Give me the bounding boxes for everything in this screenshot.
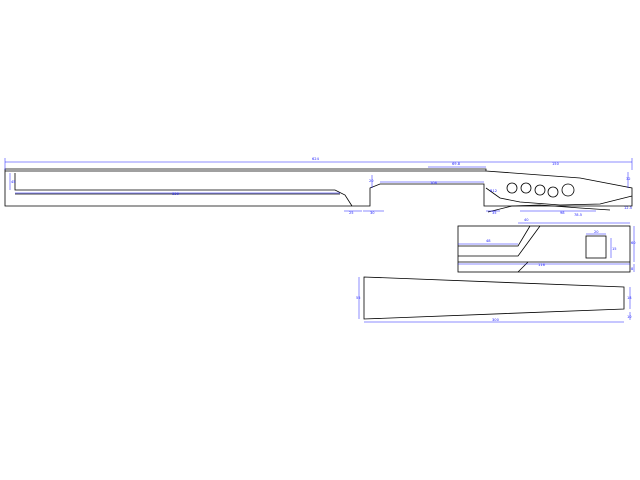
dim-p2-rect-h: 15	[612, 247, 617, 251]
dim-right-a: 98	[560, 211, 565, 215]
part2-base-slope	[517, 261, 529, 273]
dim-p3-bottom: 300	[492, 318, 500, 322]
hole-1	[506, 182, 518, 194]
part-tapered-bar	[363, 276, 625, 320]
part-long-profile	[4, 168, 633, 213]
dim-hole-note: R12	[490, 189, 497, 193]
dim-p2-rect-w: 20	[594, 230, 599, 234]
dim-long-bottom: 330	[172, 192, 180, 196]
dim-p3-right: 18	[627, 296, 632, 300]
hole-2	[520, 182, 532, 194]
dim-p2-top: 40	[524, 218, 529, 222]
dim-p2-left: 48	[486, 239, 491, 243]
part2-upper-step	[458, 225, 531, 247]
part3-dimensions: 55 300 18 10	[356, 277, 632, 323]
dim-far-right-h: 32	[626, 177, 631, 181]
part1-dimensions: 624 69.8 150 45 330 106 25 30 20 35 98 7…	[4, 157, 633, 217]
part1-lower-edge	[487, 204, 611, 213]
dim-far-right-small: 12.5	[624, 206, 632, 210]
dim-p2-right-small: 8	[631, 267, 634, 271]
dim-step-mid: 106	[430, 181, 438, 185]
dim-step-left: 25	[349, 211, 354, 215]
dim-notch-top: 69.8	[452, 162, 461, 166]
part1-inner-slot	[14, 173, 353, 207]
dim-p2-height: 60	[631, 241, 636, 245]
part1-blade-curve	[485, 187, 633, 206]
dim-step-right: 30	[370, 211, 375, 215]
dim-overall-length: 624	[312, 157, 320, 161]
dim-top-right-span: 150	[552, 162, 560, 166]
part1-outline	[4, 168, 633, 207]
part3-outline	[363, 276, 625, 320]
part2-rect-slot	[585, 235, 607, 259]
part2-dimensions: 40 48 116 60 20 15 8	[458, 218, 636, 272]
part2-lower-step	[458, 225, 541, 257]
dim-left-height: 45	[11, 180, 16, 184]
hole-4	[547, 186, 559, 198]
dim-right-b: 78.5	[574, 213, 582, 217]
dim-p3-left: 55	[356, 296, 361, 300]
part-middle-block	[457, 225, 631, 273]
dim-right-height: 20	[369, 179, 374, 183]
hole-5	[561, 183, 575, 197]
dim-gap-small: 35	[492, 211, 497, 215]
part2-outline	[457, 225, 631, 273]
dim-p2-bottom: 116	[538, 263, 546, 267]
dim-p3-right-small: 10	[627, 315, 632, 319]
hole-3	[534, 184, 546, 196]
